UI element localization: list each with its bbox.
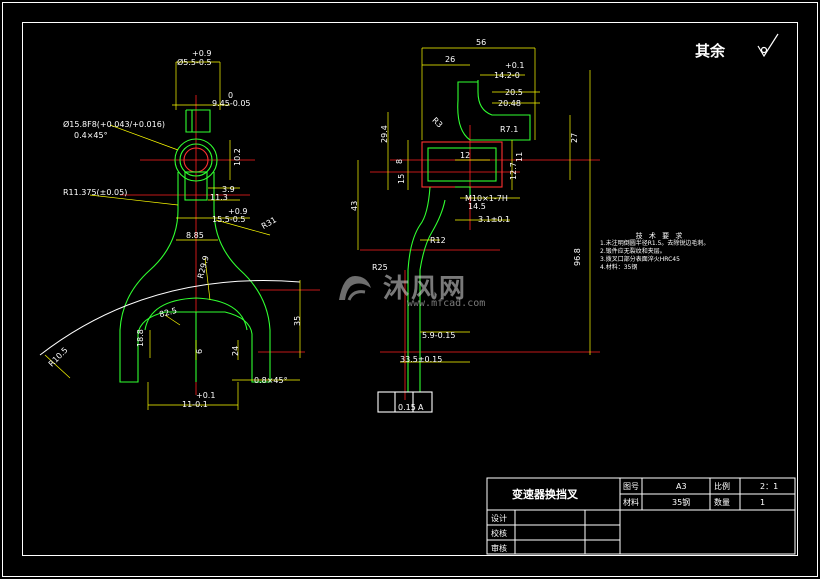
dim-r3: R3: [430, 116, 444, 130]
right-view-labels: 56 26 +0.1 14.2-0 20.5 20.48 R7.1 R3 29.…: [350, 38, 582, 412]
dim-3-1: 3.1±0.1: [478, 215, 510, 224]
scale-label: 比例: [714, 481, 730, 491]
dim-15-5: 15.5-0.5: [212, 215, 245, 224]
dim-12-7: 12.7: [509, 162, 518, 180]
title-block-grid: [486, 477, 796, 555]
dim-35: 35: [293, 316, 302, 326]
dim-r10-5: R10.5: [47, 346, 70, 369]
dim-11: 11: [515, 152, 524, 162]
qty-label: 数量: [714, 497, 730, 507]
dim-m10: M10×1-7H: [465, 194, 508, 203]
dim-3-9: 3.9: [222, 185, 235, 194]
dim-r-hole: R11.375(±0.05): [63, 188, 127, 197]
scale-value: 2：1: [760, 482, 778, 491]
left-ref-arc: [39, 280, 301, 356]
material-value: 35钢: [672, 497, 690, 507]
dim-r31: R31: [260, 215, 278, 231]
dim-8-85: 8.85: [186, 231, 204, 240]
dim-14-2: 14.2-0: [494, 71, 520, 80]
drawing-no-label: 图号: [623, 482, 639, 491]
dim-r7: R7.1: [500, 125, 518, 134]
dim-r25: R25: [372, 263, 388, 272]
dim-12: 12: [460, 151, 470, 160]
dim-0-15: 0.15: [398, 403, 416, 412]
dim-20-5: 20.5: [505, 88, 523, 97]
dim-r29-9: R29.9: [196, 255, 211, 280]
left-view: [39, 61, 320, 410]
dim-tol-zero: 0: [228, 91, 233, 100]
dim-10-2: 10.2: [233, 148, 242, 166]
check-label: 校核: [491, 528, 507, 538]
approve-label: 审核: [491, 543, 507, 553]
right-view: [357, 47, 600, 413]
tech-item: 3.拨叉口部分表面淬火HRC45: [600, 256, 680, 263]
tech-item: 4.材料：35钢: [600, 264, 638, 271]
sheet-inner-border: [22, 22, 798, 556]
dim-24: 24: [231, 346, 240, 356]
dim-tol-01-r: +0.1: [505, 61, 524, 70]
tech-item: 2.锻件应无裂纹和夹层。: [600, 248, 666, 255]
left-dimension-lines: [44, 61, 301, 410]
right-centerlines: [360, 125, 600, 400]
material-label: 材料: [623, 497, 639, 507]
dim-33-5: 33.5±0.15: [400, 355, 442, 364]
right-part-outline: [377, 80, 531, 413]
dim-d-top: Ø5.5-0.5: [177, 57, 212, 67]
dim-hole: Ø15.8F8(+0.043/+0.016): [63, 119, 165, 129]
dim-29-4: 29.4: [380, 125, 389, 143]
tech-item: 1.未注明倒圆半径R1.5。去除锐边毛刺。: [600, 240, 710, 247]
dim-18-8: 18.8: [136, 329, 145, 347]
technical-requirements: 技 术 要 求 1.未注明倒圆半径R1.5。去除锐边毛刺。 2.锻件应无裂纹和夹…: [600, 232, 720, 272]
dim-tol-top: +0.9: [192, 49, 211, 58]
tech-heading: 技 术 要 求: [635, 232, 685, 240]
roughness-note: 其余: [695, 42, 726, 60]
dim-tol-09b: +0.9: [228, 207, 247, 216]
dim-11-3: 11.3: [210, 193, 228, 202]
dim-0-8: 0.8×45°: [254, 376, 288, 385]
drawing-no: A3: [676, 482, 687, 491]
dim-43: 43: [350, 201, 359, 211]
dim-82-5: 82.5: [158, 306, 178, 319]
dim-26: 26: [445, 55, 455, 64]
dim-27: 27: [570, 133, 579, 143]
dim-20-48: 20.48: [498, 99, 521, 108]
title-block-text: 变速器换挡叉 图号 A3 比例 2：1 材料 35钢 数量 1 设计 校核 审核: [491, 481, 778, 553]
dim-96-8: 96.8: [573, 248, 582, 266]
dim-14-5: 14.5: [468, 202, 486, 211]
dim-r12: R12: [430, 236, 446, 245]
left-view-labels: +0.9 Ø5.5-0.5 0 9.45-0.05 Ø15.8F8(+0.043…: [47, 49, 302, 409]
dim-11-1: 11-0.1: [182, 400, 208, 409]
dim-6: 6: [195, 349, 204, 354]
dim-tol-01: +0.1: [196, 391, 215, 400]
right-dimension-lines: [357, 47, 591, 363]
datum-a: A: [418, 403, 424, 412]
part-name: 变速器换挡叉: [512, 487, 579, 501]
dim-56: 56: [476, 38, 486, 47]
dim-chamfer-top: 0.4×45°: [74, 131, 108, 140]
qty-value: 1: [760, 498, 765, 507]
design-label: 设计: [491, 513, 507, 523]
dim-5-9: 5.9-0.15: [422, 331, 455, 340]
dim-d-small: 9.45-0.05: [212, 99, 251, 108]
dim-15: 15: [397, 174, 406, 184]
dim-8: 8: [395, 159, 404, 164]
roughness-symbol-icon: [757, 33, 779, 58]
